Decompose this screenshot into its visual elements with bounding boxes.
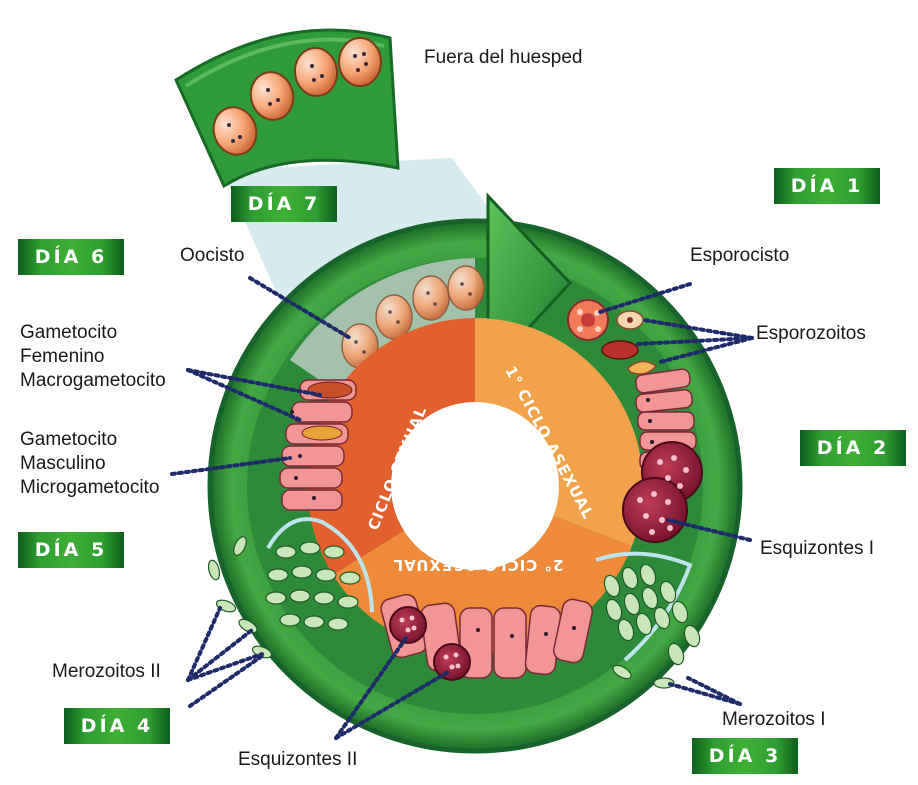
cycle-label-asexual-2: 2° CICLO ASEXUAL bbox=[393, 556, 564, 574]
label-merozoites-1: Merozoitos I bbox=[722, 708, 825, 732]
day-1-badge: DÍA 1 bbox=[774, 168, 880, 204]
label-outside-host: Fuera del huesped bbox=[424, 46, 582, 70]
label-oocyst: Oocisto bbox=[180, 244, 244, 268]
day-5-badge: DÍA 5 bbox=[18, 532, 124, 568]
label-female-gametocyte: Gametocito Femenino Macrogametocito bbox=[20, 321, 166, 393]
label-sporozoites: Esporozoitos bbox=[756, 322, 866, 346]
label-male-gametocyte-2: Masculino bbox=[20, 452, 159, 476]
day-7-badge: DÍA 7 bbox=[231, 186, 337, 222]
outside-host-band bbox=[176, 30, 398, 186]
day-3-badge: DÍA 3 bbox=[692, 738, 798, 774]
label-male-gametocyte: Gametocito Masculino Microgametocito bbox=[20, 428, 159, 500]
day-4-badge: DÍA 4 bbox=[64, 708, 170, 744]
label-female-gametocyte-1: Gametocito bbox=[20, 321, 166, 345]
label-male-gametocyte-1: Gametocito bbox=[20, 428, 159, 452]
day-6-badge: DÍA 6 bbox=[18, 239, 124, 275]
label-female-gametocyte-3: Macrogametocito bbox=[20, 369, 166, 393]
label-female-gametocyte-2: Femenino bbox=[20, 345, 166, 369]
label-schizonts-2: Esquizontes II bbox=[238, 748, 357, 772]
label-schizonts-1: Esquizontes I bbox=[760, 537, 874, 561]
day-2-badge: DÍA 2 bbox=[800, 430, 906, 466]
label-merozoites-2: Merozoitos II bbox=[52, 660, 161, 684]
label-sporocyst: Esporocisto bbox=[690, 244, 789, 268]
label-male-gametocyte-3: Microgametocito bbox=[20, 476, 159, 500]
